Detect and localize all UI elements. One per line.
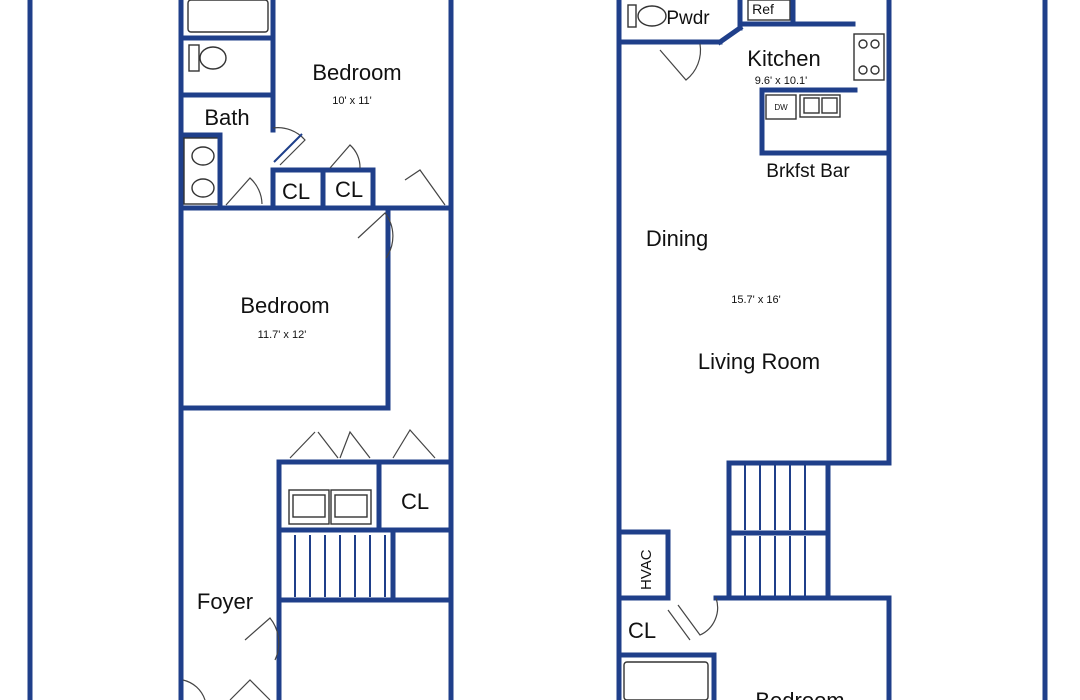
powder-door-swing <box>659 43 702 81</box>
powder-label: Pwdr <box>666 8 710 29</box>
dining-label: Dining <box>646 226 708 251</box>
bedroom-top-name: Bedroom <box>312 60 401 85</box>
foyer-label: Foyer <box>197 589 253 614</box>
fridge-label: Ref <box>752 1 774 17</box>
bath-label: Bath <box>204 105 249 130</box>
living-size: 15.7' x 16' <box>731 294 780 306</box>
entry-door-swing <box>182 679 271 700</box>
kitchen-name: Kitchen <box>747 46 820 71</box>
bedroom-mid-door-swing <box>357 212 394 259</box>
closet-lower-door-swing <box>289 430 371 459</box>
right-unit <box>616 0 892 700</box>
stairs-left <box>294 535 386 597</box>
dishwasher-box <box>765 94 797 120</box>
closet-cl-door-swing <box>392 428 436 459</box>
washer-dryer <box>288 489 372 525</box>
breakfast-bar-label: Brkfst Bar <box>766 161 850 182</box>
closet-label-2: CL <box>335 177 363 202</box>
bath-door-swing <box>225 177 263 206</box>
closet-right-door-swing <box>667 597 719 641</box>
stairs-right <box>744 465 806 596</box>
sink-icon <box>191 146 215 198</box>
left-unit <box>178 0 454 700</box>
bathtub-right <box>623 661 709 700</box>
bedroom-mid-name: Bedroom <box>240 293 329 318</box>
closet-label-lower: CL <box>401 489 429 514</box>
bedroom-top-door-swing <box>272 127 306 166</box>
kitchen-sink-icon <box>799 94 841 118</box>
foyer-door-swing <box>244 617 280 661</box>
refrigerator <box>747 0 791 21</box>
kitchen-size: 9.6' x 10.1' <box>755 75 808 87</box>
dishwasher-label: DW <box>774 103 788 112</box>
range-stove <box>853 33 885 81</box>
closet-label-1: CL <box>282 179 310 204</box>
bedroom-mid-size: 11.7' x 12' <box>258 329 307 341</box>
hvac-label: HVAC <box>638 549 655 590</box>
powder-toilet-icon <box>627 4 667 28</box>
bedroom-bottom-label: Bedroom <box>755 688 844 700</box>
bedroom-top-size: 10' x 11' <box>332 95 371 107</box>
living-room-label: Living Room <box>698 349 820 374</box>
closet-right-label: CL <box>628 618 656 643</box>
closet-door-swing <box>329 144 361 169</box>
closet-door-swing-2 <box>404 169 446 206</box>
bathtub <box>187 0 269 33</box>
toilet-icon <box>188 44 227 72</box>
